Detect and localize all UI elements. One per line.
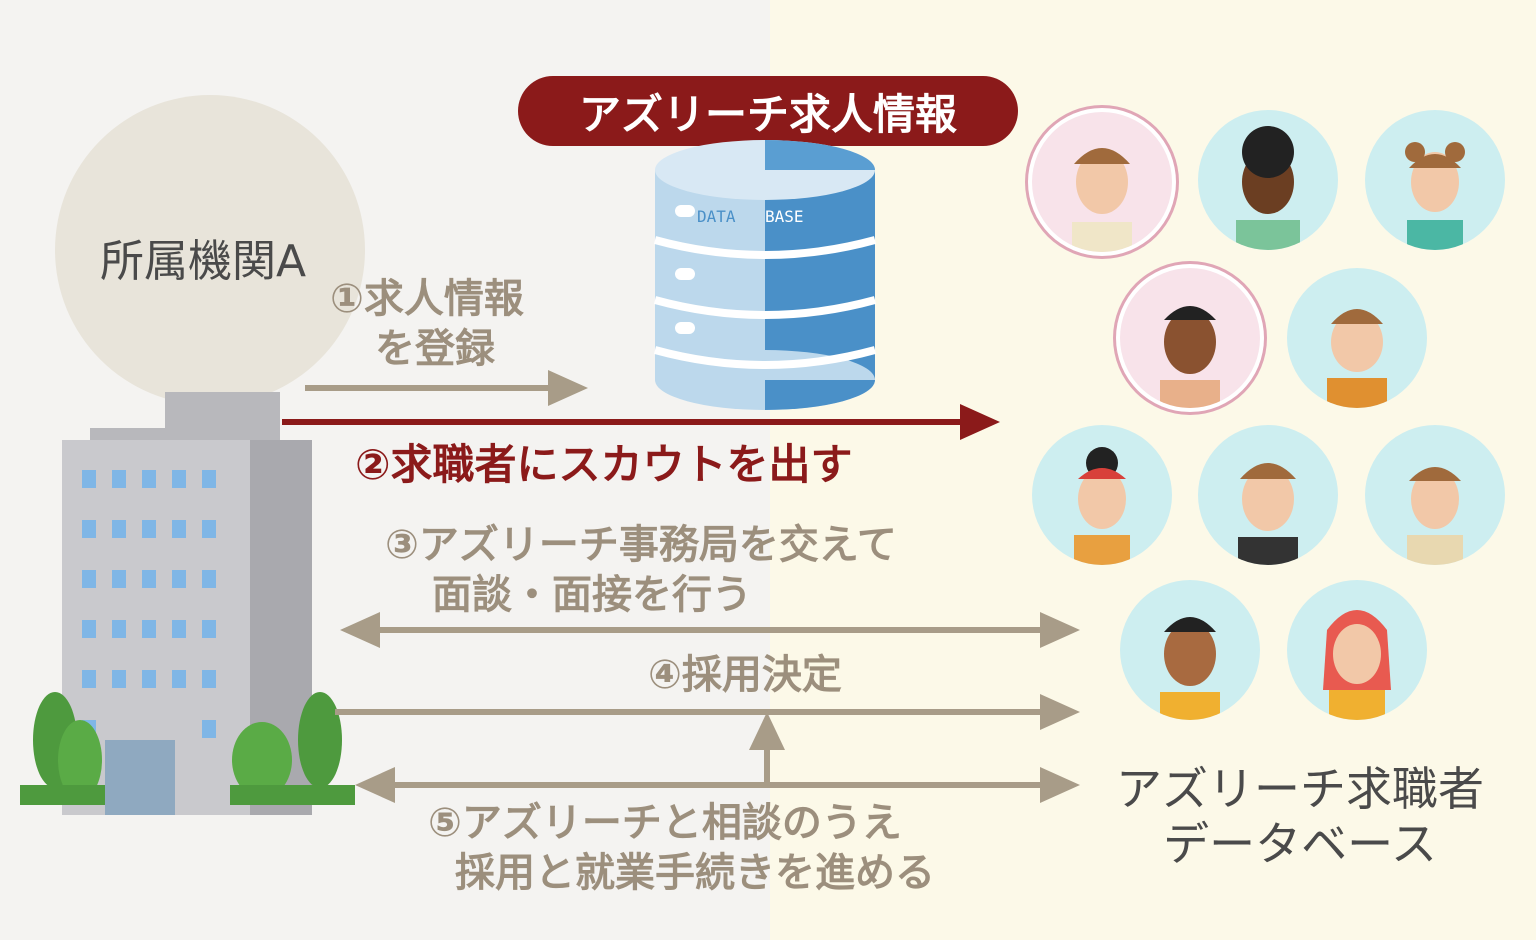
step3-line1: ③アズリーチ事務局を交えて [385, 522, 897, 568]
avatar [1032, 425, 1172, 565]
step5-line1: ⑤アズリーチと相談のうえ [428, 800, 902, 846]
avatar [1365, 110, 1505, 250]
step2-label: ②求職者にスカウトを出す [355, 440, 853, 489]
seeker-database-line2: データベース [1163, 817, 1437, 872]
avatar [1365, 425, 1505, 565]
avatar [1198, 110, 1338, 250]
avatar [1287, 580, 1427, 720]
organization-circle [55, 95, 365, 405]
building-icon [20, 392, 355, 815]
avatar [1120, 580, 1260, 720]
database-icon: DATA BASE [653, 140, 877, 410]
seeker-database-label: アズリーチ求職者 データベース [1100, 762, 1500, 872]
avatar [1198, 425, 1338, 565]
organization-label: 所属機関A [100, 236, 307, 287]
avatar [1120, 268, 1260, 408]
step1-line2: を登録 [375, 326, 495, 372]
avatar [1287, 268, 1427, 408]
seeker-database-line1: アズリーチ求職者 [1116, 762, 1484, 816]
db-text-right: BASE [765, 207, 804, 226]
step5-line2: 採用と就業手続きを進める [455, 850, 935, 896]
step3-line2: 面談・面接を行う [432, 572, 752, 618]
arrows [282, 370, 1080, 803]
step4-label: ④採用決定 [648, 652, 842, 698]
step1-line1: ①求人情報 [330, 276, 524, 322]
avatar [1032, 112, 1172, 252]
db-text-left: DATA [697, 207, 736, 226]
database-title: アズリーチ求人情報 [518, 76, 1018, 146]
